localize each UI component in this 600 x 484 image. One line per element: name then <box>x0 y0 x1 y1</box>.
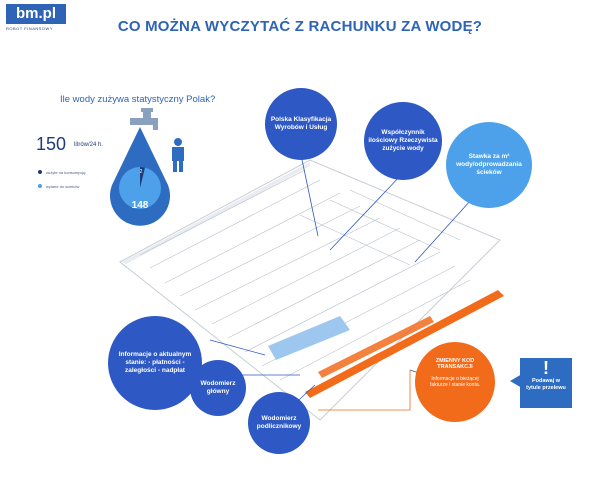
legend-consumed: zużyte na konsumpcję <box>38 170 86 175</box>
drop-small-value: 2 <box>139 169 143 175</box>
stats-unit: litrów/24 h. <box>74 142 104 148</box>
callout-pkwiu: Polska Klasyfikacja Wyrobów i Usług <box>265 88 337 160</box>
water-drop-icon <box>110 127 170 226</box>
logo-subtitle: ROBOT FINANSOWY <box>6 26 53 31</box>
warning-mark: ! <box>543 358 549 378</box>
legend-wasted-label: wylane do ścieków <box>46 184 80 189</box>
legend-consumed-label: zużyte na konsumpcję <box>46 170 86 175</box>
stats-amount: 150 <box>36 134 67 154</box>
legend-dot-dark <box>38 170 42 174</box>
zmienny-kod-desc: Informacje o bieżącej fakturze i stanie … <box>429 376 481 388</box>
drop-big-value: 148 <box>131 200 149 211</box>
callout-wodomierz-podlicznikowy: Wodomierz podlicznikowy <box>248 392 310 454</box>
logo: bm.pl <box>6 4 66 24</box>
callout-stawka: Stawka za m³ wody/odprowadzania ścieków <box>446 122 532 208</box>
podawaj-label: Podawaj w tytule przelewu <box>526 378 566 391</box>
callout-wodomierz-glowny: Wodomierz główny <box>190 360 246 416</box>
callout-zmienny-kod: ZMIENNY KOD TRANSAKCJI Informacje o bież… <box>415 342 495 422</box>
callout-wspolczynnik: Współczynnik ilościowy Rzeczywista zużyc… <box>364 102 442 180</box>
person-icon <box>172 138 184 172</box>
pointer-arrow <box>510 374 522 388</box>
invoice-document <box>119 159 504 421</box>
callout-informacje: Informacje o aktualnym stanie: - płatnoś… <box>108 316 202 410</box>
stats-question: Ile wody zużywa statystyczny Polak? <box>60 94 216 105</box>
legend-wasted: wylane do ścieków <box>38 184 80 189</box>
tap-icon <box>130 108 158 130</box>
legend-dot-light <box>38 184 42 188</box>
page-title: CO MOŻNA WYCZYTAĆ Z RACHUNKU ZA WODĘ? <box>117 18 483 35</box>
callout-podawaj: ! Podawaj w tytule przelewu <box>520 358 572 408</box>
zmienny-kod-title: ZMIENNY KOD TRANSAKCJI <box>435 358 475 370</box>
